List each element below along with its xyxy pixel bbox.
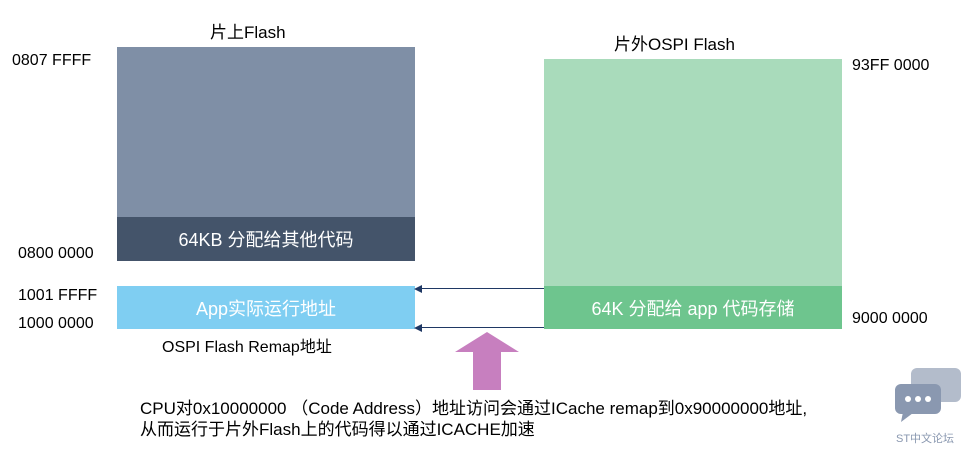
app-region-bottom-address: 1000 0000 — [18, 315, 94, 332]
external-flash-band-label: 64K 分配给 app 代码存储 — [591, 298, 795, 319]
internal-flash-block — [117, 47, 415, 217]
external-flash-block — [544, 59, 842, 286]
external-flash-title: 片外OSPI Flash — [614, 35, 735, 54]
note-line-2: 从而运行于片外Flash上的代码得以通过ICACHE加速 — [140, 420, 535, 439]
internal-flash-bottom-address: 0800 0000 — [18, 245, 94, 262]
note-line-1: CPU对0x10000000 （Code Address）地址访问会通过ICac… — [140, 399, 808, 418]
internal-flash-band: 64KB 分配给其他代码 — [117, 217, 415, 261]
internal-flash-top-address: 0807 FFFF — [12, 52, 92, 69]
remap-arrow-top-head — [414, 285, 422, 293]
app-region-caption: OSPI Flash Remap地址 — [162, 339, 332, 356]
up-arrow-icon — [455, 332, 519, 390]
external-flash-top-address: 93FF 0000 — [852, 57, 930, 74]
remap-arrow-bottom-head — [414, 324, 422, 332]
remap-arrow-bottom — [420, 327, 544, 328]
explanation-note: CPU对0x10000000 （Code Address）地址访问会通过ICac… — [140, 398, 807, 440]
external-flash-bottom-address: 9000 0000 — [852, 310, 928, 327]
app-region-label: App实际运行地址 — [195, 298, 337, 319]
internal-flash-band-label: 64KB 分配给其他代码 — [178, 230, 354, 250]
remap-arrow-top — [420, 288, 544, 289]
chat-bubble-icon — [895, 368, 961, 422]
app-region-block: App实际运行地址 — [117, 286, 415, 329]
app-region-top-address: 1001 FFFF — [18, 287, 98, 304]
watermark-text: ST中文论坛 — [896, 433, 955, 445]
internal-flash-title: 片上Flash — [210, 23, 286, 42]
external-flash-band: 64K 分配给 app 代码存储 — [544, 286, 842, 329]
